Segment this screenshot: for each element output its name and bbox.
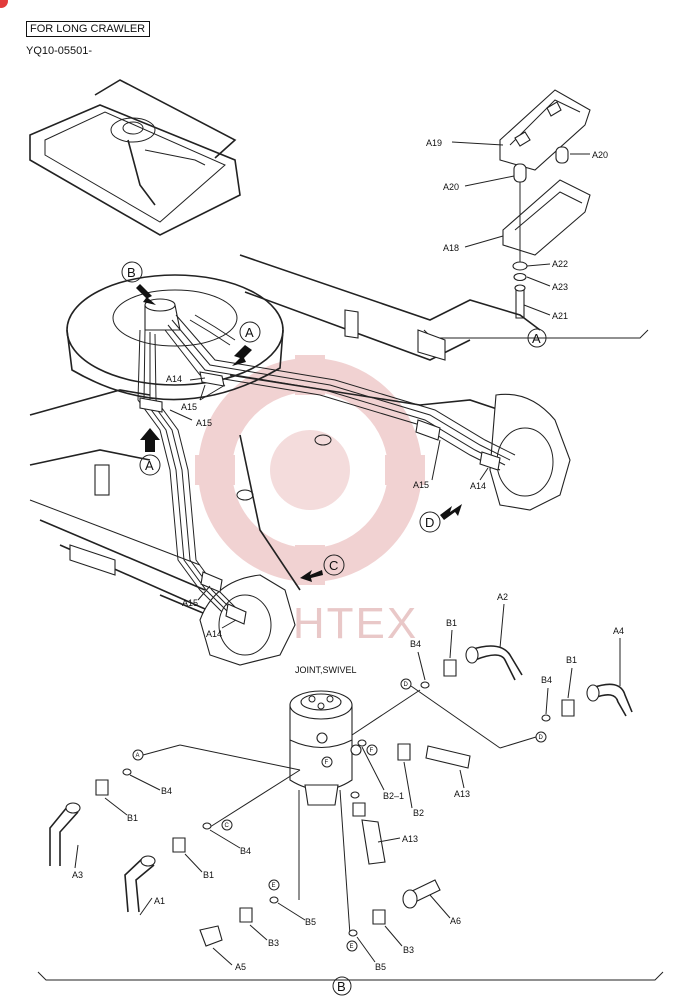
part-b4d-label: B4 (541, 675, 552, 685)
swivel-part-labels: B4 B1 B4 B1 A3 A1 A5 B3 B5 B5 B3 A6 B4 B… (72, 592, 624, 972)
part-a15-label: A15 (181, 402, 197, 412)
joint-label: JOINT,SWIVEL (295, 665, 357, 675)
view-markers: B A A C D (121, 261, 462, 582)
part-b3b-label: B3 (403, 945, 414, 955)
part-a6-label: A6 (450, 916, 461, 926)
detail-b-swivel: JOINT,SWIVEL B A D D C (37, 665, 664, 996)
part-a13b-label: A13 (402, 834, 418, 844)
part-b3-label: B3 (268, 938, 279, 948)
port-e-marker-2: E (350, 944, 354, 950)
corner-badge (0, 0, 8, 8)
part-a23-label: A23 (552, 282, 568, 292)
port-c-marker: C (225, 823, 230, 829)
part-b4b-label: B4 (240, 846, 251, 856)
part-a14b-label: A14 (470, 481, 486, 491)
variant-label: FOR LONG CRAWLER (26, 21, 150, 37)
port-a-marker: A (136, 753, 140, 759)
part-a21-label: A21 (552, 311, 568, 321)
part-a3-label: A3 (72, 870, 83, 880)
part-a15c-label: A15 (413, 480, 429, 490)
view-a-marker-2: A (245, 325, 254, 340)
part-b1c-label: B1 (446, 618, 457, 628)
view-d-marker: D (425, 515, 434, 530)
part-b4c-label: B4 (410, 639, 421, 649)
frame-part-labels: A14 A15 A15 A15 A14 A15 A14 (166, 374, 489, 639)
port-f-marker: F (370, 748, 374, 754)
part-a15d-label: A15 (182, 598, 198, 608)
part-b1d-label: B1 (566, 655, 577, 665)
part-b5-label: B5 (305, 917, 316, 927)
hose-routing (137, 314, 516, 625)
part-a13-label: A13 (454, 789, 470, 799)
part-a14c-label: A14 (206, 629, 222, 639)
part-b5b-label: B5 (375, 962, 386, 972)
part-a22-label: A22 (552, 259, 568, 269)
part-a1-label: A1 (154, 896, 165, 906)
part-b2-1-label: B2–1 (383, 791, 404, 801)
part-a20b-label: A20 (443, 182, 459, 192)
swivel-fittings (49, 645, 633, 947)
part-a14-label: A14 (166, 374, 182, 384)
part-a19-label: A19 (426, 138, 442, 148)
view-a-marker-3: A (145, 458, 154, 473)
view-b-marker: B (127, 265, 136, 280)
view-a-marker: A (532, 331, 541, 346)
view-b-marker-2: B (337, 979, 346, 994)
part-a15b-label: A15 (196, 418, 212, 428)
view-c-marker: C (329, 558, 338, 573)
port-e-marker: E (272, 883, 276, 889)
main-frame (29, 254, 571, 666)
part-b1-label: B1 (127, 813, 138, 823)
port-f-marker-2: F (325, 760, 329, 766)
part-a2-label: A2 (497, 592, 508, 602)
part-a4-label: A4 (613, 626, 624, 636)
port-d-marker-2: D (539, 735, 544, 741)
machine-overview (29, 79, 241, 236)
part-a18-label: A18 (443, 243, 459, 253)
part-b4-label: B4 (161, 786, 172, 796)
part-b1b-label: B1 (203, 870, 214, 880)
part-b2-label: B2 (413, 808, 424, 818)
serial-code: YQ10-05501- (26, 45, 93, 57)
part-a20-label: A20 (592, 150, 608, 160)
part-a5-label: A5 (235, 962, 246, 972)
detail-a-bracket: A A19 A20 A20 A18 A22 A23 A21 (423, 89, 649, 348)
port-d-marker: D (404, 682, 409, 688)
